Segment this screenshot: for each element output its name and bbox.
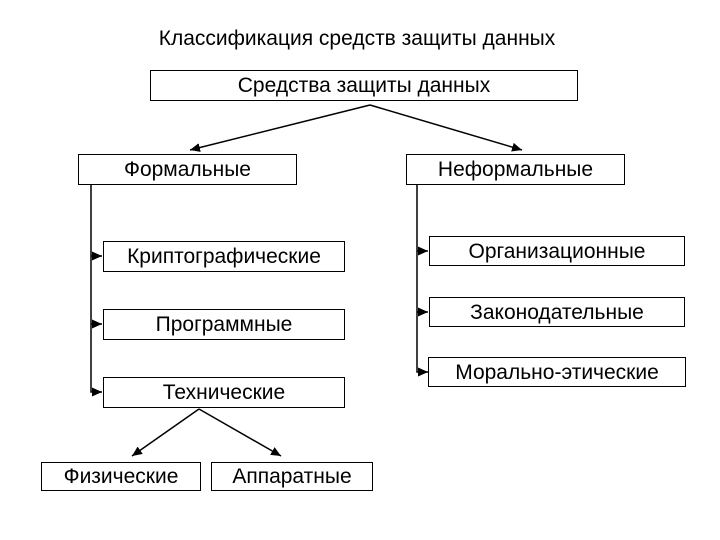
connector-technical-hardware bbox=[198, 408, 282, 457]
diagram-title: Классификация средств защиты данных bbox=[158, 27, 556, 50]
connector-root-formal bbox=[189, 104, 371, 152]
node-informal: Неформальные bbox=[406, 154, 625, 185]
connector-root-informal bbox=[369, 104, 523, 152]
node-software: Программные bbox=[103, 309, 345, 340]
node-legislative: Законодательные bbox=[429, 297, 685, 327]
node-formal: Формальные bbox=[78, 154, 297, 185]
connector-formal-trunk-technical bbox=[90, 185, 102, 397]
connector-informal-trunk-moral bbox=[416, 185, 428, 377]
node-technical: Технические bbox=[103, 377, 345, 408]
node-physical: Физические bbox=[41, 462, 201, 491]
node-hardware: Аппаратные bbox=[211, 462, 373, 491]
connector-technical-physical bbox=[131, 408, 200, 457]
node-organizational: Организационные bbox=[429, 236, 685, 266]
node-root: Средства защиты данных bbox=[150, 70, 578, 101]
node-moral-ethical: Морально-этические bbox=[428, 357, 686, 387]
node-cryptographic: Криптографические bbox=[103, 241, 345, 272]
